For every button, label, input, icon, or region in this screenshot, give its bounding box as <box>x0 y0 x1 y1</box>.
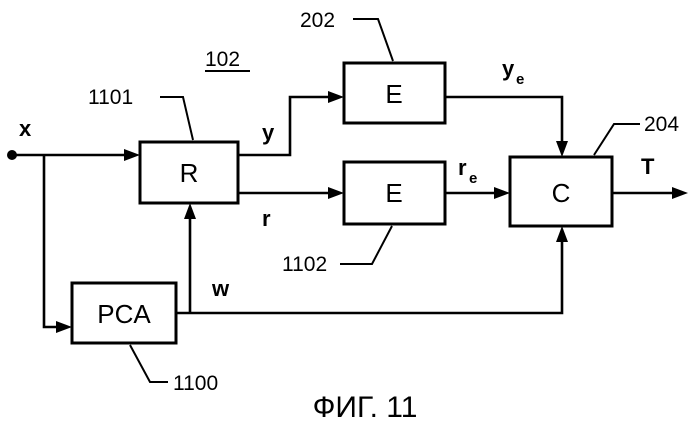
wire-ye-to-c <box>445 97 562 145</box>
signal-r-label: r <box>262 206 271 231</box>
arrow-ye-into-c <box>556 141 568 157</box>
arrow-into-pca <box>56 321 72 333</box>
ref-1100: 1100 <box>130 345 218 395</box>
signal-ye-subscript: e <box>516 71 524 88</box>
ref-102-label: 102 <box>205 48 240 71</box>
block-r: R <box>140 142 238 203</box>
arrow-w-into-c <box>556 226 568 242</box>
signal-re-base: r <box>458 155 467 180</box>
arrow-y-into-e <box>328 91 344 103</box>
wire-x-to-pca <box>44 155 60 327</box>
ref-1101-label: 1101 <box>88 86 133 109</box>
block-e-bottom: E <box>344 162 445 224</box>
signal-t-label: T <box>641 154 655 179</box>
block-c-label: C <box>552 178 571 208</box>
ref-204-leader <box>594 124 640 155</box>
ref-1102: 1102 <box>282 226 392 276</box>
block-e-top: E <box>344 63 445 123</box>
ref-202: 202 <box>300 9 393 61</box>
figure-caption: ФИГ. 11 <box>313 391 418 424</box>
signal-ye-label: y e <box>502 56 524 88</box>
arrow-into-r <box>124 149 140 161</box>
block-pca-label: PCA <box>97 299 151 329</box>
ref-204: 204 <box>594 113 679 155</box>
ref-102: 102 <box>205 48 250 71</box>
ref-1100-leader <box>130 345 168 382</box>
ref-202-leader <box>353 19 393 61</box>
signal-ye-base: y <box>502 56 515 81</box>
block-e-top-label: E <box>385 79 402 109</box>
ref-1100-label: 1100 <box>173 372 218 395</box>
signal-w-label: w <box>211 276 230 301</box>
signal-y-label: y <box>262 120 275 145</box>
ref-202-label: 202 <box>300 9 335 32</box>
ref-1101-leader <box>160 97 193 140</box>
block-r-label: R <box>180 158 199 188</box>
block-c: C <box>510 157 612 226</box>
signal-re-label: r e <box>458 155 477 187</box>
ref-1101: 1101 <box>88 86 193 140</box>
signal-re-subscript: e <box>469 170 477 187</box>
arrow-w-into-r <box>184 203 196 219</box>
wire-y-to-e <box>238 97 332 155</box>
block-e-bottom-label: E <box>385 178 402 208</box>
arrow-re-into-c <box>494 187 510 199</box>
signal-x-label: x <box>19 116 32 141</box>
block-pca: PCA <box>72 283 176 343</box>
ref-204-label: 204 <box>644 113 679 136</box>
wire-w-to-c <box>176 238 562 313</box>
input-terminal-dot <box>7 150 17 160</box>
arrow-t-out <box>672 187 688 199</box>
ref-1102-leader <box>340 226 392 264</box>
ref-1102-label: 1102 <box>282 253 327 276</box>
arrow-r-into-e <box>328 187 344 199</box>
